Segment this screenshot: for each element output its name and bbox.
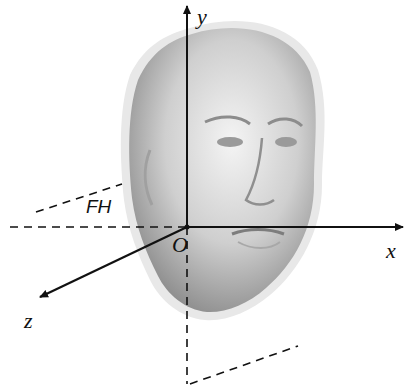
origin-label: O [172,234,188,256]
axis-label: y [197,6,207,28]
axis-label: x [386,240,396,262]
plane-label: FH [86,197,111,216]
axis-label: z [24,310,33,332]
